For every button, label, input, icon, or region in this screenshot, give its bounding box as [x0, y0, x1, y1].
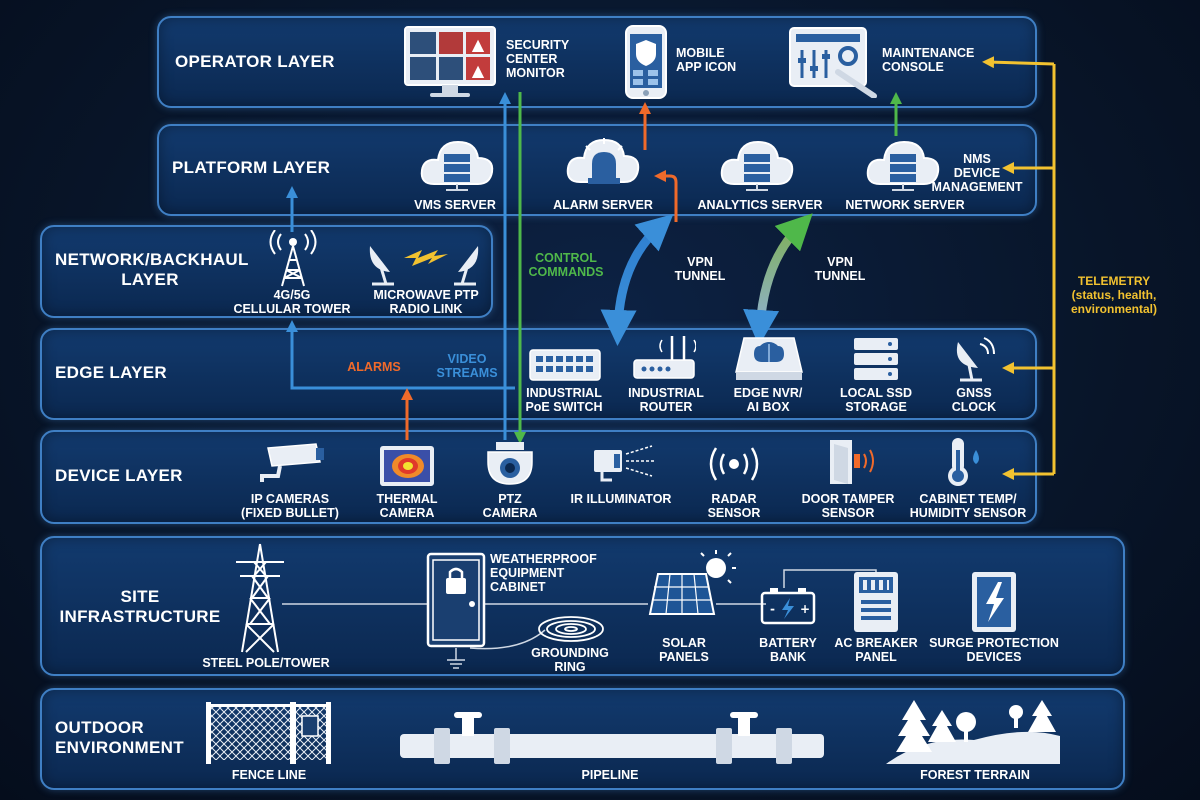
- nms-device-management-label: NMS DEVICE MANAGEMENT: [931, 152, 1023, 194]
- surge-protector-icon: [972, 572, 1016, 632]
- pipeline-label: PIPELINE: [581, 768, 639, 782]
- gnss-clock-label: GNSS CLOCK: [951, 386, 997, 414]
- grounding-ring-label: GROUNDING RING: [531, 646, 609, 674]
- control-commands-flow-label: CONTROL COMMANDS: [528, 251, 604, 279]
- svg-text:▲: ▲: [472, 61, 485, 80]
- battery-icon: - +: [760, 588, 816, 625]
- thermometer-icon: [948, 438, 979, 486]
- forest-icon: [886, 700, 1060, 764]
- microwave-link-label: MICROWAVE PTP RADIO LINK: [373, 288, 479, 316]
- edge-layer-title: EDGE LAYER: [55, 363, 167, 382]
- poe-switch-label: INDUSTRIAL PoE SWITCH: [525, 386, 603, 414]
- thermal-camera-label: THERMAL CAMERA: [376, 492, 438, 520]
- forest-terrain-label: FOREST TERRAIN: [920, 768, 1030, 782]
- fence-line-label: FENCE LINE: [231, 768, 307, 782]
- ir-illuminator-label: IR ILLUMINATOR: [570, 492, 672, 506]
- edge-nvr-label: EDGE NVR/ AI BOX: [733, 386, 803, 414]
- svg-text:▲: ▲: [472, 35, 485, 54]
- operator-layer-title: OPERATOR LAYER: [175, 52, 335, 71]
- ssd-storage-label: LOCAL SSD STORAGE: [840, 386, 912, 414]
- network-layer-panel: [40, 225, 493, 318]
- fence-icon: [206, 702, 331, 764]
- router-label: INDUSTRIAL ROUTER: [628, 386, 704, 414]
- alarm-server-label: ALARM SERVER: [553, 198, 653, 212]
- battery-bank-label: BATTERY BANK: [759, 636, 817, 664]
- mobile-app-label: MOBILE APP ICON: [676, 46, 737, 74]
- tools-icon: [789, 27, 877, 98]
- ip-cameras-label: IP CAMERAS (FIXED BULLET): [241, 492, 339, 520]
- ptz-camera-icon: [487, 442, 533, 485]
- thermal-camera-icon: [380, 446, 434, 486]
- outdoor-layer-title: OUTDOOR ENVIRONMENT: [55, 718, 184, 757]
- site-layer-title: SITE INFRASTRUCTURE: [59, 587, 221, 626]
- alarms-flow-label: ALARMS: [347, 360, 401, 374]
- storage-icon: [854, 338, 898, 380]
- svg-text:-: -: [770, 602, 775, 616]
- device-layer-panel: [40, 430, 1037, 524]
- radar-sensor-label: RADAR SENSOR: [707, 492, 761, 520]
- video-streams-flow-label: VIDEO STREAMS: [436, 352, 498, 380]
- operator-layer-panel: [157, 16, 1037, 108]
- cell-tower-icon: [269, 230, 317, 287]
- vms-cloud-server-icon: [420, 140, 494, 191]
- vms-server-label: VMS SERVER: [414, 198, 496, 212]
- weatherproof-cabinet-label: WEATHERPROOF EQUIPMENT CABINET: [490, 552, 597, 594]
- cabinet-temp-label: CABINET TEMP/ HUMIDITY SENSOR: [909, 492, 1027, 520]
- surge-protection-label: SURGE PROTECTION DEVICES: [929, 636, 1059, 664]
- solar-panels-label: SOLAR PANELS: [659, 636, 709, 664]
- bullet-camera-icon: [260, 443, 324, 482]
- cellular-tower-label: 4G/5G CELLULAR TOWER: [233, 288, 351, 316]
- cabinet-icon: [426, 552, 486, 648]
- vpn-tunnel-2-arrow: [743, 213, 813, 346]
- site-infrastructure-panel: [40, 536, 1125, 676]
- network-cloud-server-icon: [866, 140, 940, 191]
- network-layer-title: NETWORK/BACKHAUL LAYER: [55, 250, 249, 289]
- telemetry-flow-label: TELEMETRY (status, health, environmental…: [1070, 274, 1157, 316]
- analytics-server-label: ANALYTICS SERVER: [697, 198, 823, 212]
- vpn-tunnel-1-label: VPN TUNNEL: [674, 255, 726, 283]
- ir-illuminator-icon: [594, 445, 654, 482]
- gnss-dish-icon: [956, 337, 995, 382]
- radar-icon: [709, 447, 759, 481]
- smartphone-icon: [625, 25, 667, 99]
- device-layer-title: DEVICE LAYER: [55, 466, 183, 485]
- poe-switch-icon: [529, 349, 601, 381]
- svg-text:+: +: [800, 602, 810, 616]
- breaker-panel-label: AC BREAKER PANEL: [834, 636, 918, 664]
- pylon-icon: [236, 543, 284, 653]
- analytics-cloud-server-icon: [720, 140, 794, 191]
- network-server-label: NETWORK SERVER: [845, 198, 965, 212]
- monitor-icon: ▲ ▲: [404, 26, 496, 97]
- ptz-camera-label: PTZ CAMERA: [482, 492, 538, 520]
- steel-pole-label: STEEL POLE/TOWER: [202, 656, 330, 670]
- vpn-tunnel-2-label: VPN TUNNEL: [814, 255, 866, 283]
- grounding-ring-icon: [538, 616, 604, 642]
- solar-panel-icon: [648, 550, 736, 615]
- pipeline-icon: [400, 712, 824, 764]
- satellite-dish-icon: [369, 246, 479, 286]
- platform-layer-title: PLATFORM LAYER: [172, 158, 331, 177]
- breaker-panel-icon: [854, 572, 898, 632]
- maintenance-console-label: MAINTENANCE CONSOLE: [882, 46, 975, 74]
- vpn-tunnel-1-arrow: [600, 213, 674, 346]
- ai-box-icon: [735, 337, 803, 380]
- door-sensor-icon: [830, 440, 874, 484]
- router-icon: [633, 336, 696, 379]
- alarm-cloud-icon: [566, 138, 640, 184]
- security-monitor-label: SECURITY CENTER MONITOR: [506, 38, 570, 80]
- door-tamper-label: DOOR TAMPER SENSOR: [801, 492, 895, 520]
